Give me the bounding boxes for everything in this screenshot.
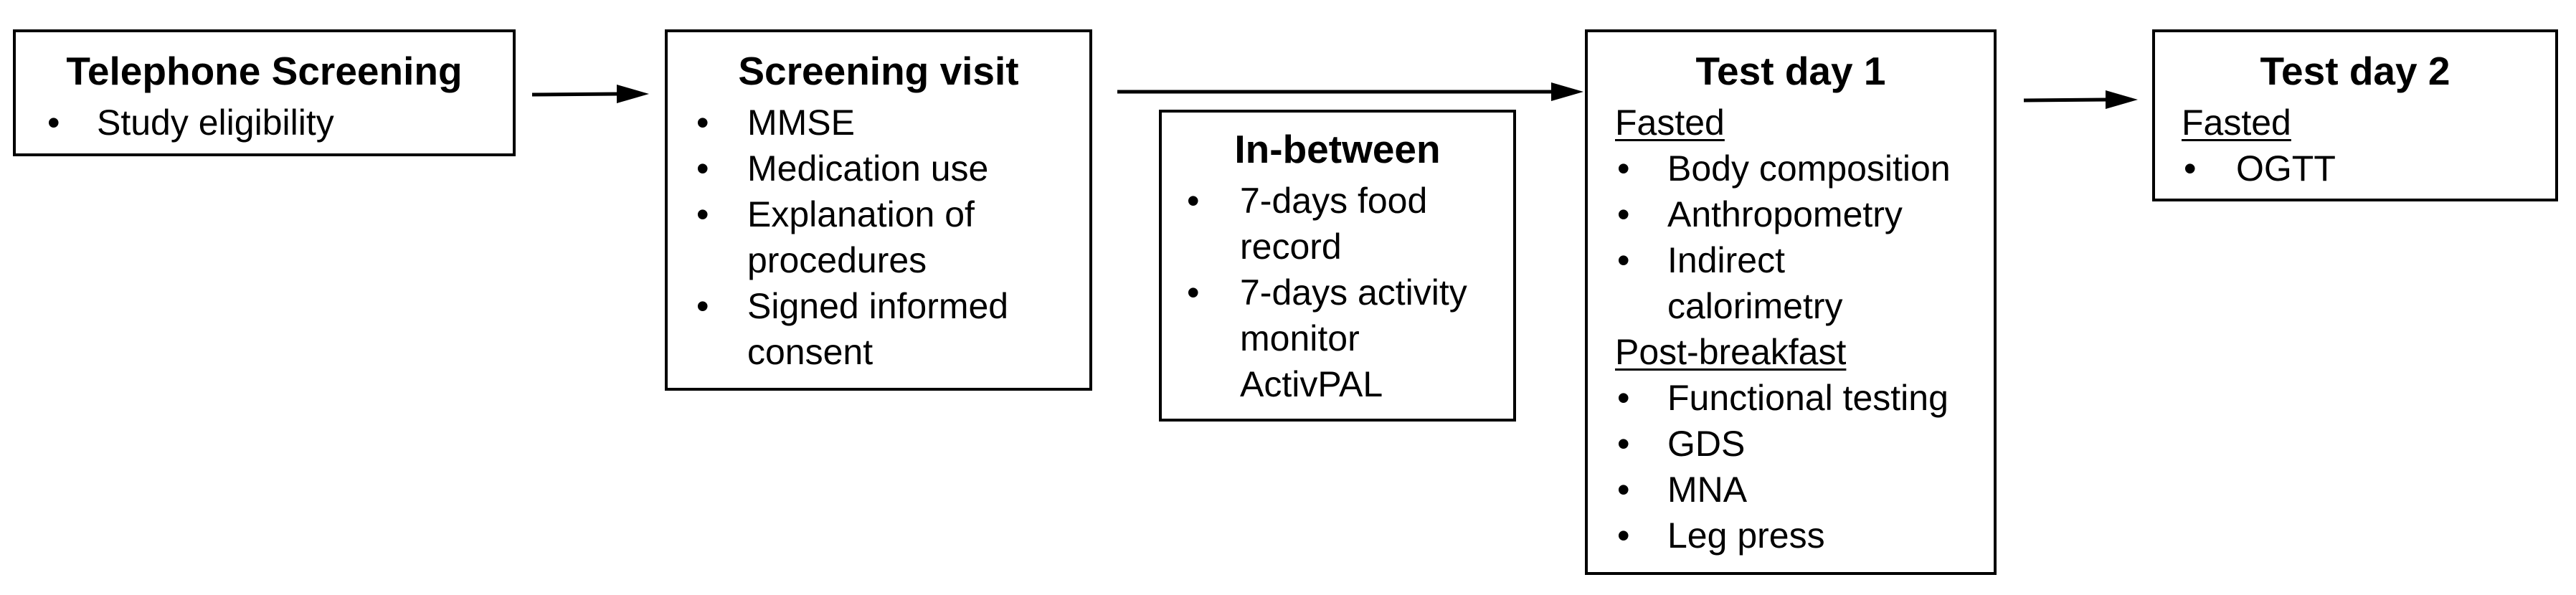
bullet-icon: • [696,286,709,326]
test-day-1-fasted-item-2: Indirect [1667,240,1785,280]
in-between-item-2: 7-days activity [1240,272,1467,313]
bullet-icon: • [1617,194,1630,234]
test-day-2-box: Test day 2 Fasted • OGTT [2152,29,2558,201]
in-between-box: In-between • 7-days food record • 7-days… [1159,110,1516,422]
bullet-icon: • [47,103,60,143]
test-day-2-title: Test day 2 [2260,49,2450,93]
bullet-icon: • [696,194,709,234]
test-day-1-post-item-3: Leg press [1667,515,1825,556]
test-day-1-fasted-item-1: Anthropometry [1667,194,1903,234]
test-day-1-fasted-heading: Fasted [1615,103,1725,143]
screening-item-0: MMSE [747,103,855,143]
in-between-item-0: 7-days food [1240,181,1428,221]
telephone-screening-title: Telephone Screening [66,49,463,93]
arrow-screening-to-test1 [1117,82,1583,101]
in-between-item-1: record [1240,227,1342,267]
test-day-1-post-item-0: Functional testing [1667,378,1948,418]
test-day-1-fasted-item-3: calorimetry [1667,286,1843,326]
in-between-title: In-between [1234,127,1441,171]
test-day-1-title: Test day 1 [1695,49,1886,93]
bullet-icon: • [1617,424,1630,464]
bullet-icon: • [1187,181,1200,221]
arrow-test1-to-test2 [2023,90,2138,109]
telephone-item-0: Study eligibility [97,103,334,143]
arrow-telephone-to-screening [531,85,649,103]
bullet-icon: • [1617,470,1630,510]
in-between-item-3: monitor [1240,318,1360,358]
bullet-icon: • [696,148,709,189]
screening-item-5: consent [747,332,873,372]
screening-item-1: Medication use [747,148,989,189]
screening-item-2: Explanation of [747,194,975,234]
bullet-icon: • [1617,240,1630,280]
bullet-icon: • [2184,148,2197,189]
test-day-1-post-item-2: MNA [1667,470,1748,510]
test-day-1-post-item-1: GDS [1667,424,1746,464]
test-day-2-fasted-heading: Fasted [2182,103,2291,143]
bullet-icon: • [696,103,709,143]
screening-visit-box: Screening visit • MMSE • Medication use … [665,29,1092,391]
screening-visit-title: Screening visit [738,49,1019,93]
bullet-icon: • [1617,378,1630,418]
test-day-1-box: Test day 1 Fasted • Body composition • A… [1585,29,1997,575]
bullet-icon: • [1617,515,1630,556]
screening-item-3: procedures [747,240,927,280]
in-between-item-4: ActivPAL [1240,364,1383,404]
screening-item-4: Signed informed [747,286,1009,326]
test-day-1-fasted-item-0: Body composition [1667,148,1951,189]
bullet-icon: • [1187,272,1200,313]
bullet-icon: • [1617,148,1630,189]
telephone-screening-box: Telephone Screening • Study eligibility [13,29,516,156]
test-day-1-post-breakfast-heading: Post-breakfast [1615,332,1847,372]
test-day-2-fasted-item-0: OGTT [2236,148,2336,189]
